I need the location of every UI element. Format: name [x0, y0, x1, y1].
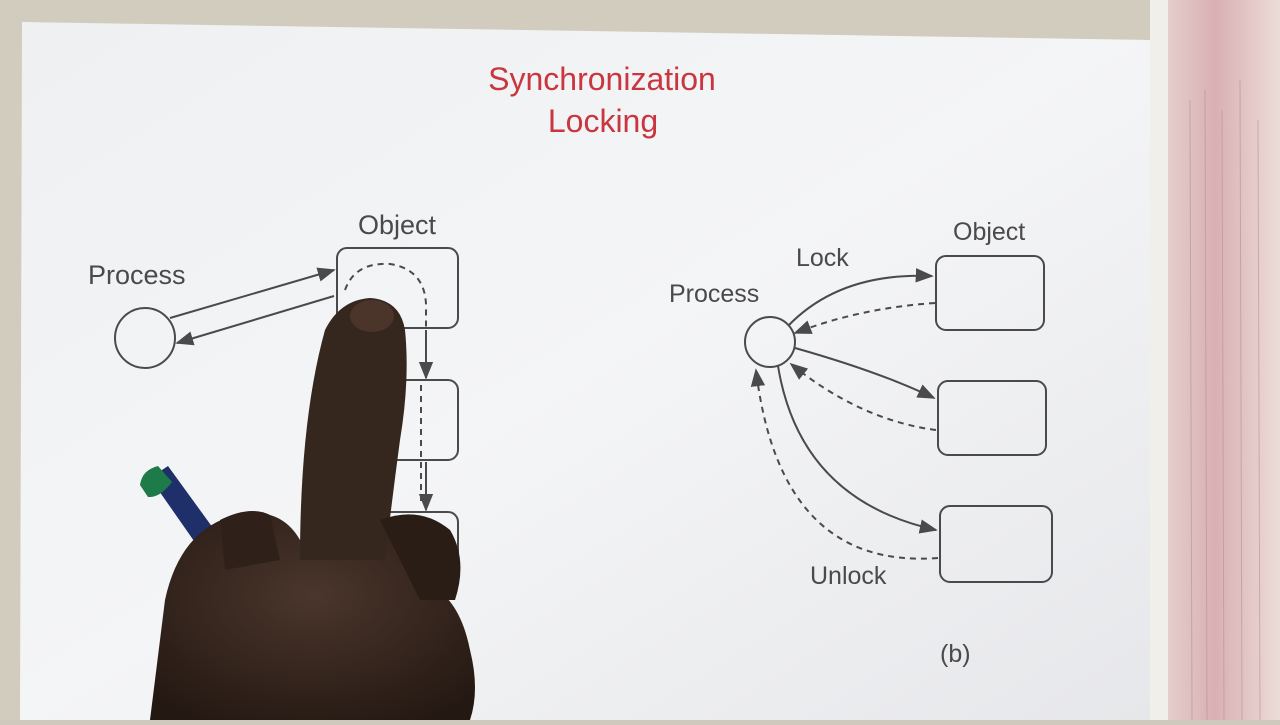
- title-line-2: Locking: [548, 103, 658, 139]
- book-page-edges: [1150, 0, 1280, 720]
- object-label-b: Object: [953, 218, 1025, 246]
- caption-b: (b): [940, 640, 971, 668]
- pointing-hand: [150, 298, 475, 720]
- dashed-loop-a: [344, 262, 428, 378]
- object-box-b1: [935, 255, 1045, 331]
- lock-arrow-3: [777, 365, 938, 534]
- process-label-b: Process: [669, 280, 759, 308]
- object-label-a: Object: [358, 210, 437, 240]
- unlock-label: Unlock: [810, 562, 887, 590]
- lock-arrow-1: [787, 268, 934, 327]
- process-node-a: [114, 307, 176, 369]
- lock-label: Lock: [796, 244, 849, 272]
- unlock-arrow-2: [789, 362, 937, 431]
- arrow-object-to-process: [175, 295, 335, 346]
- lock-arrow-2: [794, 347, 936, 399]
- diagram-b: [744, 255, 1053, 583]
- arrow-process-to-object: [169, 267, 336, 319]
- process-node-b: [744, 316, 796, 368]
- title-line-1: Synchronization: [488, 61, 716, 97]
- object-box-b2: [937, 380, 1047, 456]
- unlock-arrow-3: [750, 368, 939, 560]
- process-label-a: Process: [88, 260, 186, 290]
- object-box-b3: [939, 505, 1053, 583]
